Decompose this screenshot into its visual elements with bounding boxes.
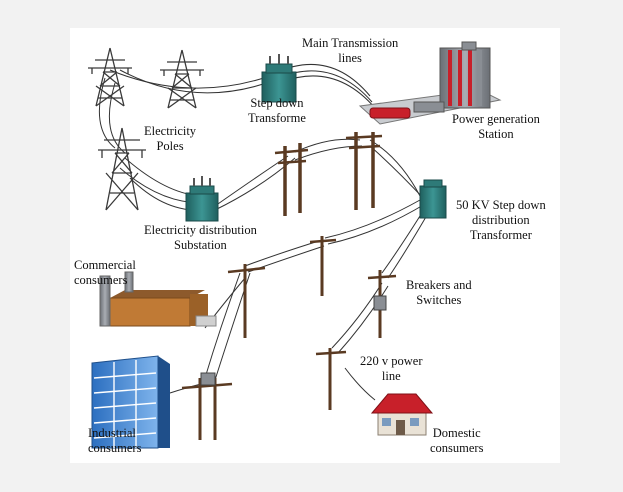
lattice-tower [98,127,146,211]
power-distribution-scene [88,41,502,449]
industrial-pole [181,378,233,440]
kv-step-down-transformer [419,179,447,219]
distribution-substation [185,176,219,222]
distribution-pole [227,264,266,338]
switch-box [373,295,387,311]
step-down-transformer [261,54,297,103]
wooden-pole [345,132,383,210]
power-station [358,41,502,125]
domestic-pole [315,348,347,410]
pole-transformer [200,372,216,386]
lattice-tower [88,47,132,107]
house [370,393,434,436]
commercial-building [99,271,217,327]
lattice-tower [160,49,204,109]
distribution-pole [309,236,337,296]
wooden-pole [274,143,309,216]
industrial-building [91,355,170,449]
